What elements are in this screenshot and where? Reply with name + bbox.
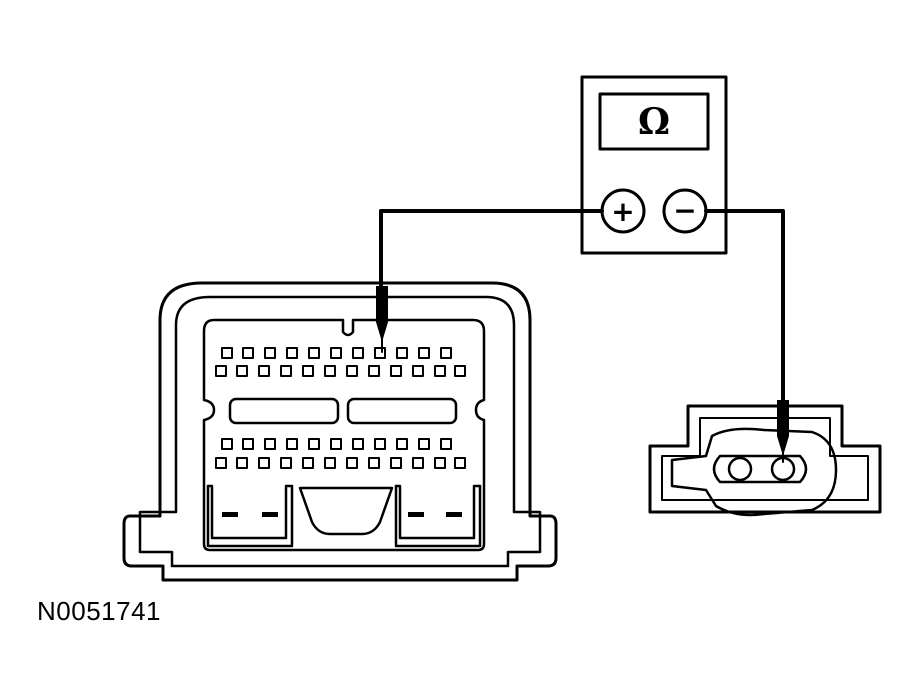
module-connector <box>122 281 558 582</box>
ohm-symbol: Ω <box>638 101 670 143</box>
sensor-face <box>670 427 838 517</box>
figure-id-label: N0051741 <box>37 596 161 626</box>
sensor-connector <box>648 404 882 517</box>
sensor-pin-1 <box>727 456 753 482</box>
positive-lead <box>379 209 604 290</box>
connector-face <box>202 318 486 552</box>
ohmmeter: Ω + − <box>580 75 728 255</box>
slot-right <box>346 397 458 425</box>
ohmmeter-body <box>580 75 728 255</box>
pin-row-3 <box>221 438 452 450</box>
pin-row-2 <box>215 365 466 377</box>
center-key <box>298 486 394 536</box>
pin-row-4 <box>215 457 466 469</box>
sensor-housing-inner <box>661 417 869 501</box>
connector-housing-inner <box>138 295 542 568</box>
test-leads <box>379 209 785 404</box>
power-terminal-right <box>394 484 482 548</box>
negative-lead <box>704 209 785 404</box>
sensor-housing-outer <box>648 404 882 514</box>
connector-housing-outer <box>122 281 558 582</box>
power-terminal-left <box>206 484 294 548</box>
ohmmeter-display <box>598 92 710 151</box>
negative-terminal-symbol: − <box>673 194 696 227</box>
slot-left <box>228 397 340 425</box>
sensor-pin-2 <box>770 456 796 482</box>
positive-terminal-symbol: + <box>611 195 634 228</box>
pin-row-1 <box>221 347 452 359</box>
